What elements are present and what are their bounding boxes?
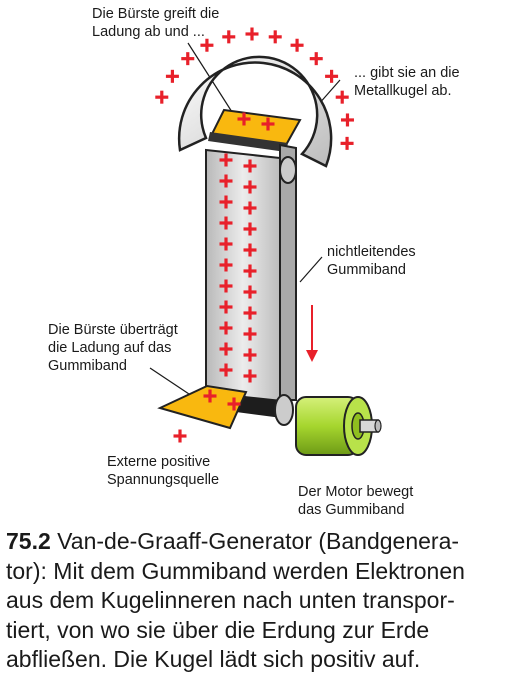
plus-charge (268, 30, 282, 44)
plus-charge (173, 429, 187, 443)
metal-sphere (177, 55, 333, 168)
plus-charge (237, 112, 251, 126)
label-belt: nichtleitendes Gummiband (327, 243, 416, 279)
caption-text: Van-de-Graaff-Generator (Bandgenera- (50, 528, 460, 554)
plus-charge (219, 153, 233, 167)
plus-charge (340, 113, 354, 127)
plus-charge (243, 369, 257, 383)
plus-charge (340, 136, 354, 150)
caption-line: 75.2 Van-de-Graaff-Generator (Bandgenera… (6, 527, 506, 557)
label-brush-bottom-line: Gummiband (48, 358, 127, 374)
label-brush-top: Die Bürste greift die Ladung ab und ... (92, 5, 219, 41)
plus-charge (200, 38, 214, 52)
plus-charge (243, 222, 257, 236)
plus-charge (219, 174, 233, 188)
plus-charge (243, 285, 257, 299)
figure-caption: 75.2 Van-de-Graaff-Generator (Bandgenera… (6, 527, 506, 675)
pointer-brush-bottom (149, 367, 196, 399)
plus-charge (219, 279, 233, 293)
plus-charge (261, 117, 275, 131)
caption-line: abfließen. Die Kugel lädt sich positiv a… (6, 646, 421, 672)
plus-charge (335, 90, 349, 104)
caption-line: tiert, von wo sie über die Erdung zur Er… (6, 616, 430, 643)
label-brush-bottom: Die Bürste überträgt die Ladung auf das … (48, 321, 178, 375)
plus-charge (219, 300, 233, 314)
label-motor-line: das Gummiband (298, 502, 405, 518)
caption-line: tor): Mit dem Gummiband werden Elektrone… (6, 557, 465, 584)
plus-charge (243, 180, 257, 194)
plus-charge (243, 306, 257, 320)
plus-charge (219, 363, 233, 377)
rubber-belt (205, 143, 297, 426)
plus-charge (219, 237, 233, 251)
plus-charge (227, 397, 241, 411)
plus-charge (243, 243, 257, 257)
label-brush-top-line: Ladung ab und ... (92, 24, 205, 40)
label-belt-line: Gummiband (327, 262, 406, 278)
plus-charge (309, 52, 323, 66)
plus-charge (243, 348, 257, 362)
plus-charge (203, 389, 217, 403)
plus-charge (219, 216, 233, 230)
label-sphere-line: ... gibt sie an die (354, 65, 460, 81)
van-de-graaff-diagram (149, 27, 382, 456)
label-source: Externe positive Spannungsquelle (107, 453, 219, 489)
plus-charge (243, 264, 257, 278)
motor (295, 396, 382, 456)
plus-charge (243, 201, 257, 215)
lower-brush (157, 384, 248, 430)
label-sphere: ... gibt sie an die Metallkugel ab. (354, 64, 460, 100)
upper-brush (208, 108, 302, 152)
label-motor-line: Der Motor bewegt (298, 484, 414, 500)
belt-direction-arrow (306, 305, 318, 362)
plus-charge (243, 327, 257, 341)
plus-charge (181, 52, 195, 66)
plus-charge (243, 159, 257, 173)
plus-charge (165, 69, 179, 83)
plus-charge (325, 69, 339, 83)
plus-charge (219, 342, 233, 356)
plus-charge (245, 27, 259, 41)
plus-charge (219, 321, 233, 335)
caption-line: aus dem Kugelinneren nach unten transpor… (6, 587, 455, 613)
plus-charge (219, 258, 233, 272)
plus-charge (219, 195, 233, 209)
label-sphere-line: Metallkugel ab. (354, 83, 452, 99)
figure-number: 75.2 (6, 528, 51, 554)
label-brush-bottom-line: die Ladung auf das (48, 340, 172, 356)
label-source-line: Externe positive (107, 454, 211, 470)
plus-charge (290, 38, 304, 52)
label-belt-line: nichtleitendes (327, 244, 416, 260)
label-source-line: Spannungsquelle (107, 472, 220, 488)
label-brush-top-line: Die Bürste greift die (92, 6, 220, 22)
plus-charge (155, 90, 169, 104)
pointer-belt (299, 256, 323, 283)
label-motor: Der Motor bewegt das Gummiband (298, 483, 413, 519)
plus-charge (222, 30, 236, 44)
positive-charges (155, 27, 354, 443)
label-brush-bottom-line: Die Bürste überträgt (48, 322, 178, 338)
